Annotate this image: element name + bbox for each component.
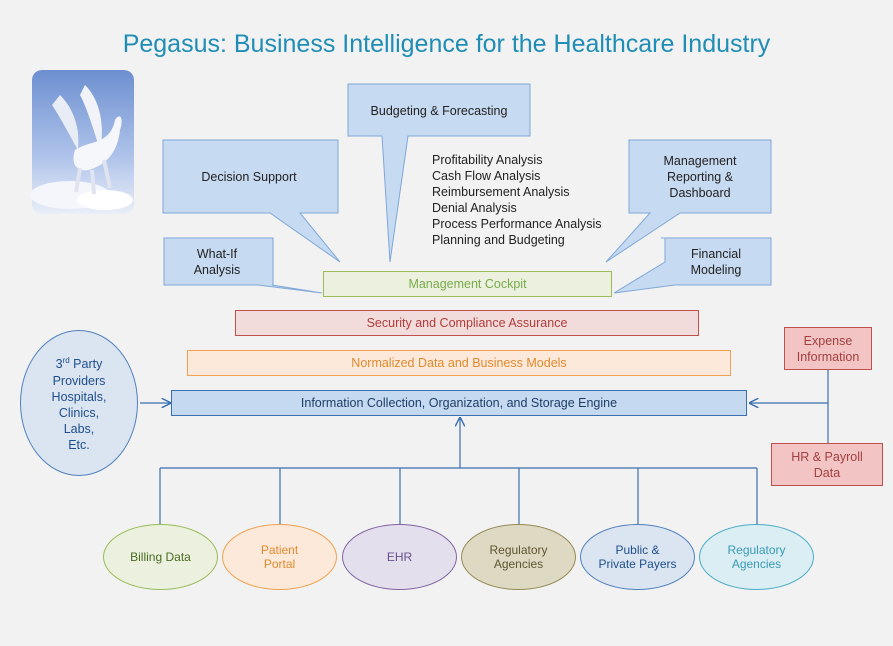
source-label: Private Payers xyxy=(598,557,677,571)
callout-management-line3: Dashboard xyxy=(669,186,731,200)
source-label: Public & xyxy=(615,543,660,557)
source-label: Portal xyxy=(263,557,296,571)
callout-financial: Financial Modeling xyxy=(661,246,771,278)
third-party-line3: Hospitals, xyxy=(51,389,107,404)
third-party-line4: Clinics, xyxy=(58,405,100,420)
callout-financial-shape xyxy=(613,237,772,294)
management-cockpit-bar: Management Cockpit xyxy=(323,271,612,297)
expense-line2: Information xyxy=(796,349,860,364)
third-party-providers-oval: 3rd Party Providers Hospitals, Clinics, … xyxy=(20,330,138,476)
source-label: Regulatory xyxy=(727,543,786,557)
expense-line1: Expense xyxy=(803,333,853,348)
analysis-item: Process Performance Analysis xyxy=(432,217,602,231)
source-ehr: EHR xyxy=(342,524,457,590)
analysis-list: Profitability Analysis Cash Flow Analysi… xyxy=(432,152,602,248)
analysis-item: Planning and Budgeting xyxy=(432,233,565,247)
callout-decision-shape xyxy=(162,139,341,263)
callout-management-line2: Reporting & xyxy=(666,170,733,184)
third-party-line6: Etc. xyxy=(68,437,90,452)
callout-budgeting-shape xyxy=(347,83,531,263)
source-label: Billing Data xyxy=(130,550,191,564)
storage-engine-bar: Information Collection, Organization, an… xyxy=(171,390,747,416)
third-party-line5: Labs, xyxy=(63,421,95,436)
source-label: Agencies xyxy=(731,557,782,571)
analysis-item: Denial Analysis xyxy=(432,201,517,215)
third-party-line1: 3rd Party xyxy=(55,356,103,372)
callout-budgeting: Budgeting & Forecasting xyxy=(370,104,508,118)
callout-financial-line2: Modeling xyxy=(690,263,742,277)
source-label: Agencies xyxy=(493,557,544,571)
callout-whatif: What-If Analysis xyxy=(164,246,270,278)
analysis-item: Profitability Analysis xyxy=(432,153,543,167)
callout-whatif-line1: What-If xyxy=(196,247,238,261)
callout-whatif-shape xyxy=(163,237,323,294)
normalized-data-bar: Normalized Data and Business Models xyxy=(187,350,731,376)
hr-payroll-box: HR & Payroll Data xyxy=(771,443,883,486)
callout-whatif-line2: Analysis xyxy=(193,263,241,277)
callout-decision: Decision Support xyxy=(201,170,297,184)
source-label: Patient xyxy=(260,543,299,557)
source-label: Regulatory xyxy=(489,543,548,557)
callout-financial-line1: Financial xyxy=(690,247,742,261)
source-label: EHR xyxy=(386,550,413,564)
expense-information-box: Expense Information xyxy=(784,327,872,370)
source-billing-data: Billing Data xyxy=(103,524,218,590)
hr-line2: Data xyxy=(813,465,841,480)
analysis-item: Cash Flow Analysis xyxy=(432,169,541,183)
analysis-item: Reimbursement Analysis xyxy=(432,185,570,199)
source-public-private-payers: Public &Private Payers xyxy=(580,524,695,590)
callout-management-line1: Management xyxy=(663,154,737,168)
callout-management: Management Reporting & Dashboard xyxy=(629,153,771,201)
security-compliance-bar: Security and Compliance Assurance xyxy=(235,310,699,336)
third-party-line2: Providers xyxy=(52,373,106,388)
page-title: Pegasus: Business Intelligence for the H… xyxy=(122,30,771,58)
pegasus-image xyxy=(30,70,134,214)
callout-management-shape xyxy=(605,139,772,263)
hr-line1: HR & Payroll xyxy=(791,449,863,464)
